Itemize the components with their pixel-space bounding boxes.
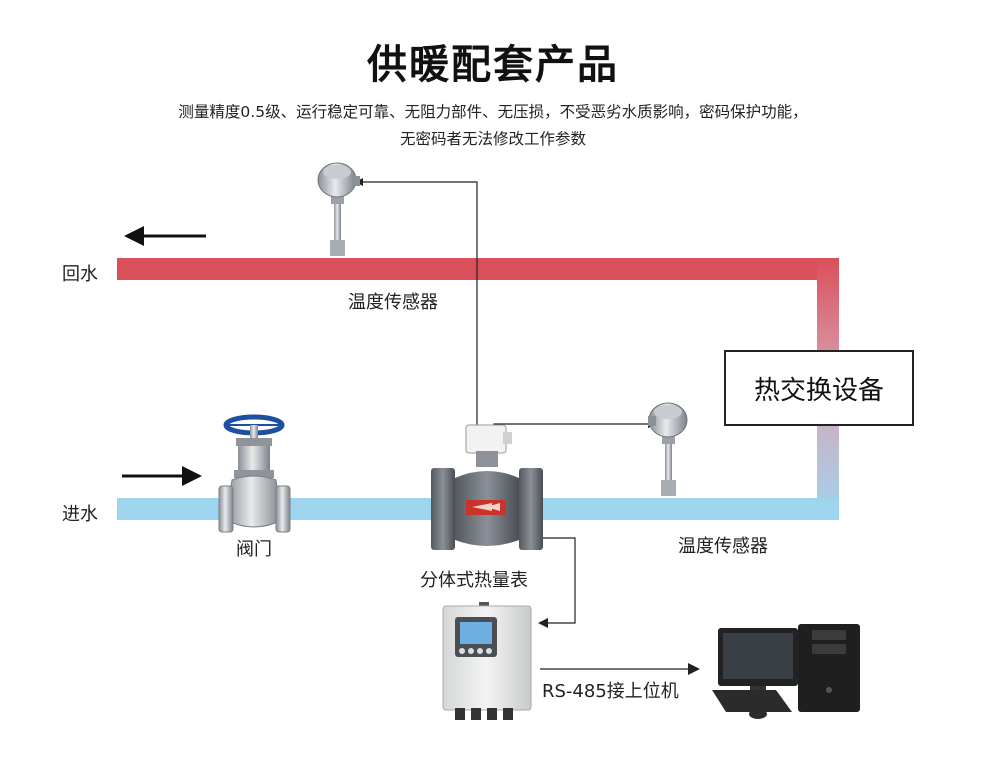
subtitle-line-2: 无密码者无法修改工作参数 [399, 130, 586, 148]
temperature-sensor-icon [317, 162, 360, 256]
temp-sensor-right-label: 温度传感器 [678, 536, 768, 557]
sensor-wire-top [358, 181, 478, 430]
temp-sensor-top-label: 温度传感器 [348, 292, 438, 313]
valve-label: 阀门 [236, 539, 272, 560]
computer-icon [712, 624, 860, 719]
temperature-sensor-icon [648, 402, 688, 496]
supply-water-label: 进水 [62, 504, 98, 525]
page-title: 供暖配套产品 [367, 42, 619, 88]
return-water-label: 回水 [62, 264, 98, 285]
sensor-wire-right [493, 423, 652, 443]
return-pipe [117, 258, 839, 280]
subtitle-line-1: 测量精度0.5级、运行稳定可靠、无阻力部件、无压损，不受恶劣水质影响，密码保护功… [178, 103, 808, 121]
meter-signal-wire [538, 537, 576, 624]
flowmeter-icon [431, 424, 543, 550]
left-arrow-icon [124, 226, 206, 246]
gate-valve-icon [218, 414, 291, 533]
heat-meter-label: 分体式热量表 [420, 570, 528, 591]
rs485-label: RS-485接上位机 [542, 681, 679, 702]
right-arrow-icon [122, 466, 202, 486]
heat-exchanger-box: 热交换设备 [724, 350, 914, 426]
converter-box-icon [442, 602, 532, 720]
